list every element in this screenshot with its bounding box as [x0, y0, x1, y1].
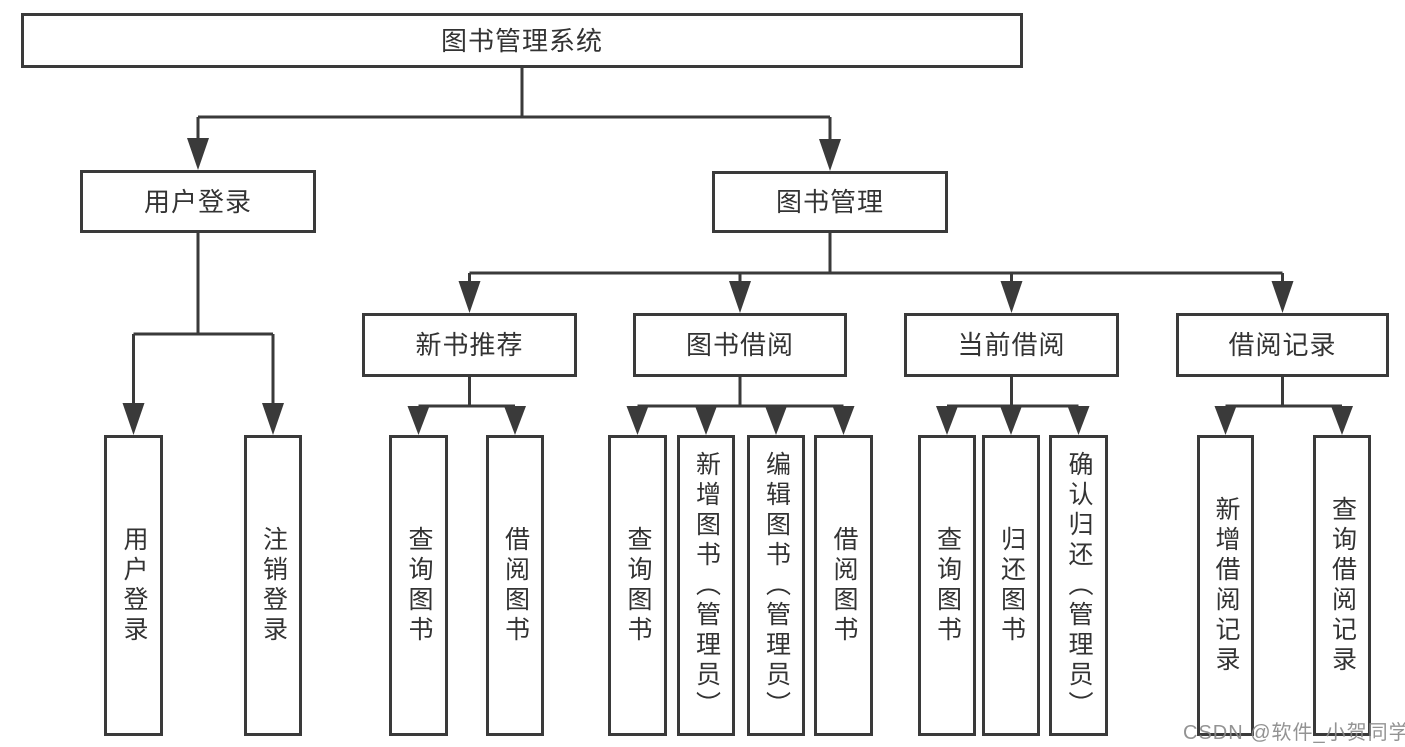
node-label: 编辑图书（管理员）: [762, 450, 791, 721]
arrowhead-icon: [1271, 281, 1294, 313]
node-label: 借阅图书: [830, 525, 858, 646]
node-box-cu1: 查询图书: [918, 435, 976, 736]
node-label: 查询图书: [624, 525, 652, 646]
arrowhead-icon: [187, 138, 209, 170]
node-box-bw4: 借阅图书: [814, 435, 873, 736]
node-label: 查询图书: [933, 525, 962, 646]
node-label: 当前借阅: [957, 330, 1066, 360]
node-label: 图书管理: [775, 187, 884, 217]
node-box-lg2: 注销登录: [244, 435, 302, 736]
node-box-login: 用户登录: [80, 170, 316, 233]
node-label: 确认归还（管理员）: [1065, 450, 1093, 721]
arrowhead-icon: [458, 281, 481, 313]
node-box-rc2: 查询借阅记录: [1313, 435, 1371, 736]
node-box-nb2: 借阅图书: [486, 435, 544, 736]
node-label: 用户登录: [120, 525, 148, 646]
node-label: 新增图书（管理员）: [692, 450, 721, 721]
arrowhead-icon: [626, 406, 649, 435]
node-label: 借阅记录: [1228, 330, 1337, 360]
arrowhead-icon: [1067, 406, 1090, 435]
node-box-newbook: 新书推荐: [362, 313, 577, 377]
arrowhead-icon: [936, 406, 958, 435]
node-box-current: 当前借阅: [904, 313, 1119, 377]
arrowhead-icon: [695, 406, 717, 435]
node-label: 图书借阅: [685, 330, 794, 360]
arrowhead-icon: [765, 406, 787, 435]
node-box-nb1: 查询图书: [389, 435, 448, 736]
node-box-bw1: 查询图书: [608, 435, 667, 736]
node-box-root: 图书管理系统: [21, 13, 1023, 68]
arrowhead-icon: [122, 403, 145, 435]
node-box-cu3: 确认归还（管理员）: [1049, 435, 1108, 736]
arrowhead-icon: [729, 281, 751, 313]
node-label: 新增借阅记录: [1212, 495, 1240, 676]
arrowhead-icon: [1000, 281, 1023, 313]
node-box-records: 借阅记录: [1176, 313, 1389, 377]
node-box-bw3: 编辑图书（管理员）: [747, 435, 805, 736]
arrowhead-icon: [407, 406, 430, 435]
arrowhead-icon: [262, 403, 284, 435]
node-box-bookmgmt: 图书管理: [712, 171, 948, 233]
node-label: 新书推荐: [415, 330, 524, 360]
arrowhead-icon: [1331, 406, 1353, 435]
node-label: 查询图书: [405, 525, 433, 646]
node-label: 查询借阅记录: [1328, 495, 1357, 676]
arrowhead-icon: [832, 406, 855, 435]
watermark: CSDN @软件_小贺同学: [1183, 722, 1405, 744]
arrowhead-icon: [1000, 406, 1022, 435]
node-box-lg1: 用户登录: [104, 435, 163, 736]
node-label: 图书管理系统: [440, 25, 603, 56]
node-box-bw2: 新增图书（管理员）: [677, 435, 735, 736]
node-box-cu2: 归还图书: [982, 435, 1040, 736]
node-box-rc1: 新增借阅记录: [1197, 435, 1254, 736]
node-box-borrow: 图书借阅: [633, 313, 847, 377]
arrowhead-icon: [504, 406, 526, 435]
node-label: 借阅图书: [501, 525, 530, 646]
node-label: 用户登录: [143, 186, 252, 217]
node-label: 归还图书: [997, 525, 1026, 646]
node-label: 注销登录: [259, 525, 288, 646]
arrowhead-icon: [819, 139, 841, 171]
arrowhead-icon: [1214, 406, 1237, 435]
